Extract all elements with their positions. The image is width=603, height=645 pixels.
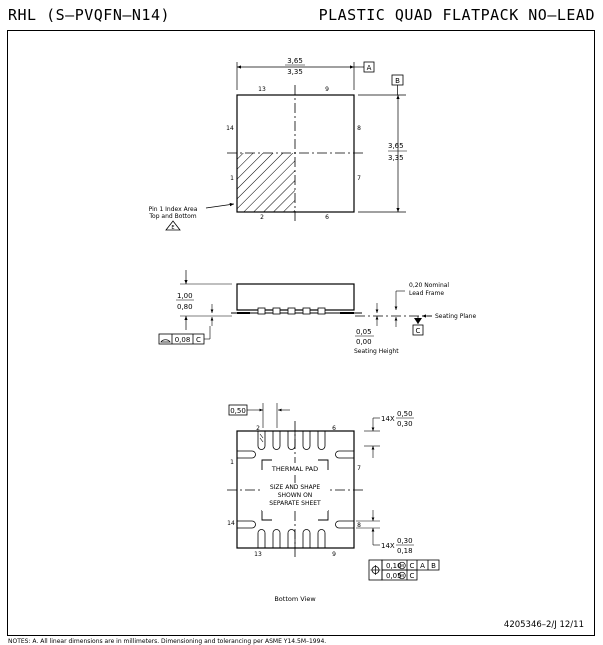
thermal-pad-label: THERMAL PAD bbox=[271, 465, 318, 473]
datum-a: A bbox=[367, 64, 372, 72]
tol-row1-value: 0,10 bbox=[386, 562, 402, 570]
top-view: 3,65 3,35 A B 3,65 3,35 13 9 14 8 1 7 2 … bbox=[148, 57, 407, 231]
package-description: PLASTIC QUAD FLATPACK NO–LEAD bbox=[318, 6, 595, 24]
size-shape-line3: SEPARATE SHEET bbox=[269, 500, 321, 507]
size-shape-line2: SHOWN ON bbox=[278, 492, 313, 499]
pin1-label-line1: Pin 1 Index Area bbox=[149, 206, 198, 213]
bottom-pin-8: 8 bbox=[357, 522, 361, 529]
bottom-pin-6: 6 bbox=[332, 425, 336, 432]
top-pin-13: 13 bbox=[258, 86, 266, 93]
top-pin-2: 2 bbox=[260, 214, 264, 221]
standoff-min: 0,00 bbox=[356, 338, 372, 346]
bottom-pin-2: 2 bbox=[256, 425, 260, 432]
width-count: 14X bbox=[381, 542, 395, 550]
bottom-view-caption: Bottom View bbox=[274, 595, 316, 603]
notes-text: NOTES: A. All linear dimensions are in m… bbox=[8, 638, 327, 645]
bottom-pin-1: 1 bbox=[230, 459, 234, 466]
flatness-value: 0,08 bbox=[175, 336, 191, 344]
top-pin-6: 6 bbox=[325, 214, 329, 221]
tol-row2-datum1: C bbox=[410, 572, 415, 580]
seating-plane-label: Seating Plane bbox=[435, 313, 476, 320]
datum-b: B bbox=[395, 77, 400, 85]
bottom-pin-14: 14 bbox=[227, 520, 235, 527]
flatness-datum: C bbox=[196, 336, 201, 344]
tol-row2-modifier: M bbox=[400, 574, 404, 580]
length-count: 14X bbox=[381, 415, 395, 423]
length-max: 0,50 bbox=[397, 410, 413, 418]
pin1-index-area bbox=[237, 153, 295, 212]
top-height-min: 3,35 bbox=[388, 154, 404, 162]
top-pin-9: 9 bbox=[325, 86, 329, 93]
top-pin-7: 7 bbox=[357, 175, 361, 182]
top-pin-1: 1 bbox=[230, 175, 234, 182]
seating-height-label: Seating Height bbox=[354, 348, 399, 355]
lead-frame-line1: 0,20 Nominal bbox=[409, 282, 449, 289]
width-min: 0,18 bbox=[397, 547, 413, 555]
top-width-min: 3,35 bbox=[287, 68, 303, 76]
bottom-pin-13: 13 bbox=[254, 551, 262, 558]
flatness-symbol-icon bbox=[160, 339, 171, 343]
length-min: 0,30 bbox=[397, 420, 413, 428]
bottom-pin-9: 9 bbox=[332, 551, 336, 558]
tol-row1-datum2: A bbox=[420, 562, 425, 570]
tol-row1-modifier: M bbox=[400, 564, 404, 570]
position-symbol-icon bbox=[370, 565, 381, 575]
top-pin-8: 8 bbox=[357, 125, 361, 132]
tol-row1-datum1: C bbox=[410, 562, 415, 570]
top-pin-14: 14 bbox=[226, 125, 234, 132]
width-max: 0,30 bbox=[397, 537, 413, 545]
standoff-max: 0,05 bbox=[356, 328, 372, 336]
bottom-outline bbox=[236, 430, 355, 549]
lead-frame-line2: Lead Frame bbox=[409, 290, 444, 297]
pin1-label-line2: Top and Bottom bbox=[148, 213, 196, 220]
side-body bbox=[236, 283, 355, 311]
package-code: RHL (S–PVQFN–N14) bbox=[8, 6, 171, 24]
datum-c: C bbox=[416, 327, 421, 335]
top-height-max: 3,65 bbox=[388, 142, 404, 150]
tol-row2-value: 0,05 bbox=[386, 572, 402, 580]
top-width-max: 3,65 bbox=[287, 57, 303, 65]
tol-row1-datum3: B bbox=[431, 562, 436, 570]
bottom-view: THERMAL PAD SIZE AND SHAPE SHOWN ON SEPA… bbox=[227, 403, 440, 603]
side-height-max: 1,00 bbox=[177, 292, 193, 300]
pin1-note-ref: E bbox=[171, 225, 174, 231]
bottom-pin-7: 7 bbox=[357, 465, 361, 472]
drawing-frame bbox=[7, 30, 595, 636]
size-shape-line1: SIZE AND SHAPE bbox=[270, 484, 321, 491]
note-triangle-icon bbox=[165, 220, 181, 231]
pitch-value: 0,50 bbox=[230, 407, 246, 415]
side-view: Seating Plane 1,00 0,80 0,08 C 0,20 Nomi… bbox=[158, 270, 476, 355]
side-height-min: 0,80 bbox=[177, 303, 193, 311]
drawing-number: 4205346–2/J 12/11 bbox=[504, 620, 584, 630]
